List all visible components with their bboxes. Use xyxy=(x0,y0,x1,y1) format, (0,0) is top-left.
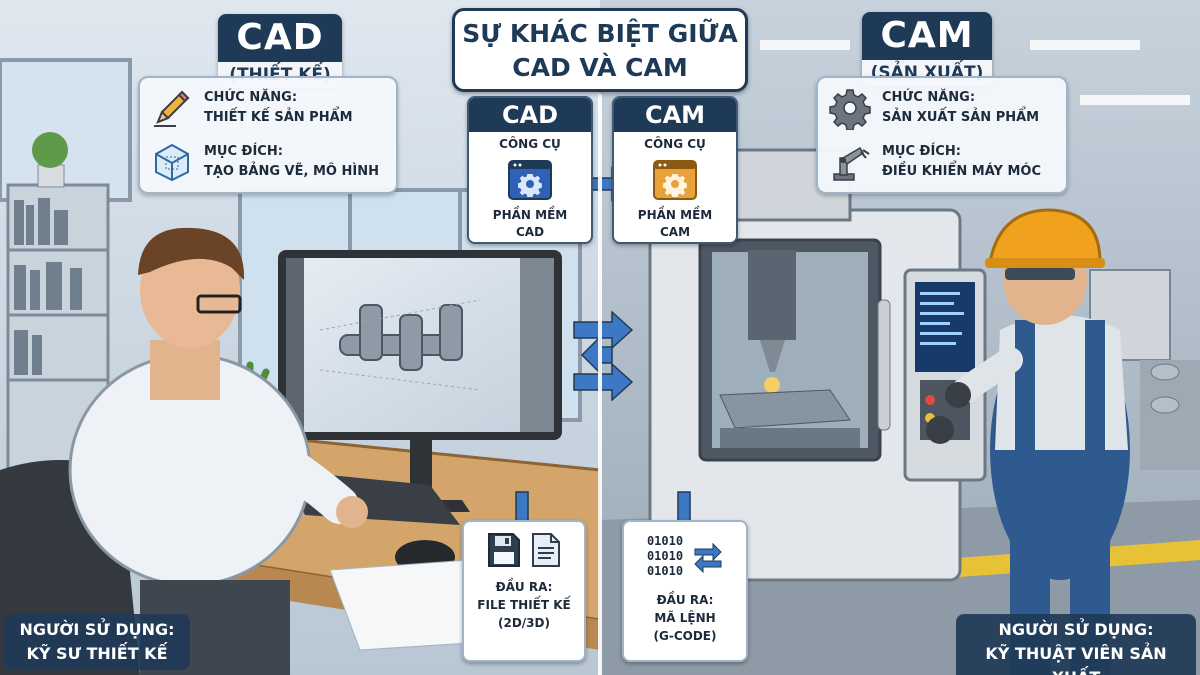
arrow-right-icon xyxy=(573,310,634,350)
floppy-disk-icon xyxy=(488,533,520,567)
cam-purpose-value: ĐIỀU KHIỂN MÁY MÓC xyxy=(882,164,1041,179)
cad-output-icons xyxy=(464,532,584,568)
cam-purpose-text: MỤC ĐÍCH: ĐIỀU KHIỂN MÁY MÓC xyxy=(882,140,1041,182)
cam-tool-card: CAM CÔNG CỤ PHẦN MỀM CAM xyxy=(612,96,738,244)
cam-user-title: NGƯỜI SỬ DỤNG: xyxy=(998,620,1154,639)
cad-software-line1: PHẦN MỀM xyxy=(492,208,568,222)
page-title: SỰ KHÁC BIỆT GIỮA CAD VÀ CAM xyxy=(452,8,748,92)
cam-info-card: CHỨC NĂNG: SẢN XUẤT SẢN PHẨM MỤC ĐÍCH: Đ… xyxy=(816,76,1068,194)
cam-output-icons: 01010 01010 01010 xyxy=(624,534,746,579)
cad-software-icon xyxy=(508,160,552,200)
cad-function-value: THIẾT KẾ SẢN PHẨM xyxy=(204,110,353,125)
arrow-right-icon xyxy=(573,362,634,402)
cam-output-card: 01010 01010 01010 ĐẦU RA: MÃ LỆNH (G-COD… xyxy=(622,520,748,662)
cad-function-label: CHỨC NĂNG: xyxy=(204,90,298,105)
cad-title: CAD xyxy=(218,14,342,62)
cam-function-label: CHỨC NĂNG: xyxy=(882,90,976,105)
cam-output-line1: MÃ LỆNH xyxy=(654,611,716,625)
cad-user-label: NGƯỜI SỬ DỤNG: KỸ SƯ THIẾT KẾ xyxy=(4,614,190,670)
swap-arrows-icon xyxy=(694,542,722,573)
cam-software-line2: CAM xyxy=(659,225,691,239)
cad-user-title: NGƯỜI SỬ DỤNG: xyxy=(19,620,175,639)
cam-function-value: SẢN XUẤT SẢN PHẨM xyxy=(882,110,1040,125)
cad-function-text: CHỨC NĂNG: THIẾT KẾ SẢN PHẨM xyxy=(204,86,353,128)
cam-output-label: ĐẦU RA: xyxy=(656,593,714,607)
cad-output-line1: FILE THIẾT KẾ xyxy=(477,598,571,612)
robot-arm-icon xyxy=(833,146,870,181)
cam-function-row: CHỨC NĂNG: SẢN XUẤT SẢN PHẨM xyxy=(828,86,1039,130)
cad-purpose-value: TẠO BẢNG VẼ, MÔ HÌNH xyxy=(204,164,379,179)
cad-tool-label: CÔNG CỤ xyxy=(499,137,561,151)
cam-title: CAM xyxy=(862,12,992,60)
cam-user-value: KỸ THUẬT VIÊN SẢN XUẤT xyxy=(985,644,1167,675)
gear-icon xyxy=(829,89,871,130)
binary-code: 01010 01010 01010 xyxy=(647,534,683,579)
cam-software-line1: PHẦN MỀM xyxy=(637,208,713,222)
cam-function-text: CHỨC NĂNG: SẢN XUẤT SẢN PHẨM xyxy=(882,86,1039,128)
cad-tool-header: CAD xyxy=(469,98,591,132)
cad-user-value: KỸ SƯ THIẾT KẾ xyxy=(26,644,168,663)
cad-header: CAD (THIẾT KẾ) xyxy=(218,14,342,88)
cam-user-label: NGƯỜI SỬ DỤNG: KỸ THUẬT VIÊN SẢN XUẤT xyxy=(956,614,1196,675)
cad-info-card: CHỨC NĂNG: THIẾT KẾ SẢN PHẨM MỤC ĐÍCH: T… xyxy=(138,76,398,194)
cam-tool-label: CÔNG CỤ xyxy=(644,137,706,151)
page-title-line1: SỰ KHÁC BIỆT GIỮA xyxy=(462,19,738,48)
cam-purpose-row: MỤC ĐÍCH: ĐIỀU KHIỂN MÁY MÓC xyxy=(828,140,1041,184)
cad-function-row: CHỨC NĂNG: THIẾT KẾ SẢN PHẨM xyxy=(150,86,353,130)
binary-line: 01010 xyxy=(646,564,684,578)
cam-purpose-label: MỤC ĐÍCH: xyxy=(882,144,961,159)
page-title-line2: CAD VÀ CAM xyxy=(512,53,688,82)
cam-tool-header: CAM xyxy=(614,98,736,132)
cam-header: CAM (SẢN XUẤT) xyxy=(862,12,992,86)
pencil-icon xyxy=(154,90,190,127)
cad-purpose-text: MỤC ĐÍCH: TẠO BẢNG VẼ, MÔ HÌNH xyxy=(204,140,379,182)
cad-purpose-row: MỤC ĐÍCH: TẠO BẢNG VẼ, MÔ HÌNH xyxy=(150,140,379,184)
cad-output-line2: (2D/3D) xyxy=(498,616,550,630)
cad-tool-card: CAD CÔNG CỤ PHẦN MỀM CAD xyxy=(467,96,593,244)
cad-purpose-label: MỤC ĐÍCH: xyxy=(204,144,283,159)
document-icon xyxy=(532,533,560,567)
cad-output-card: ĐẦU RA: FILE THIẾT KẾ (2D/3D) xyxy=(462,520,586,662)
cam-software-icon xyxy=(653,160,697,200)
cube-icon xyxy=(155,143,189,182)
binary-line: 01010 xyxy=(646,534,684,548)
cam-output-line2: (G-CODE) xyxy=(653,629,717,643)
cad-software-line2: CAD xyxy=(515,225,545,239)
binary-line: 01010 xyxy=(646,549,684,563)
cad-output-label: ĐẦU RA: xyxy=(495,580,553,594)
center-divider xyxy=(598,94,602,675)
